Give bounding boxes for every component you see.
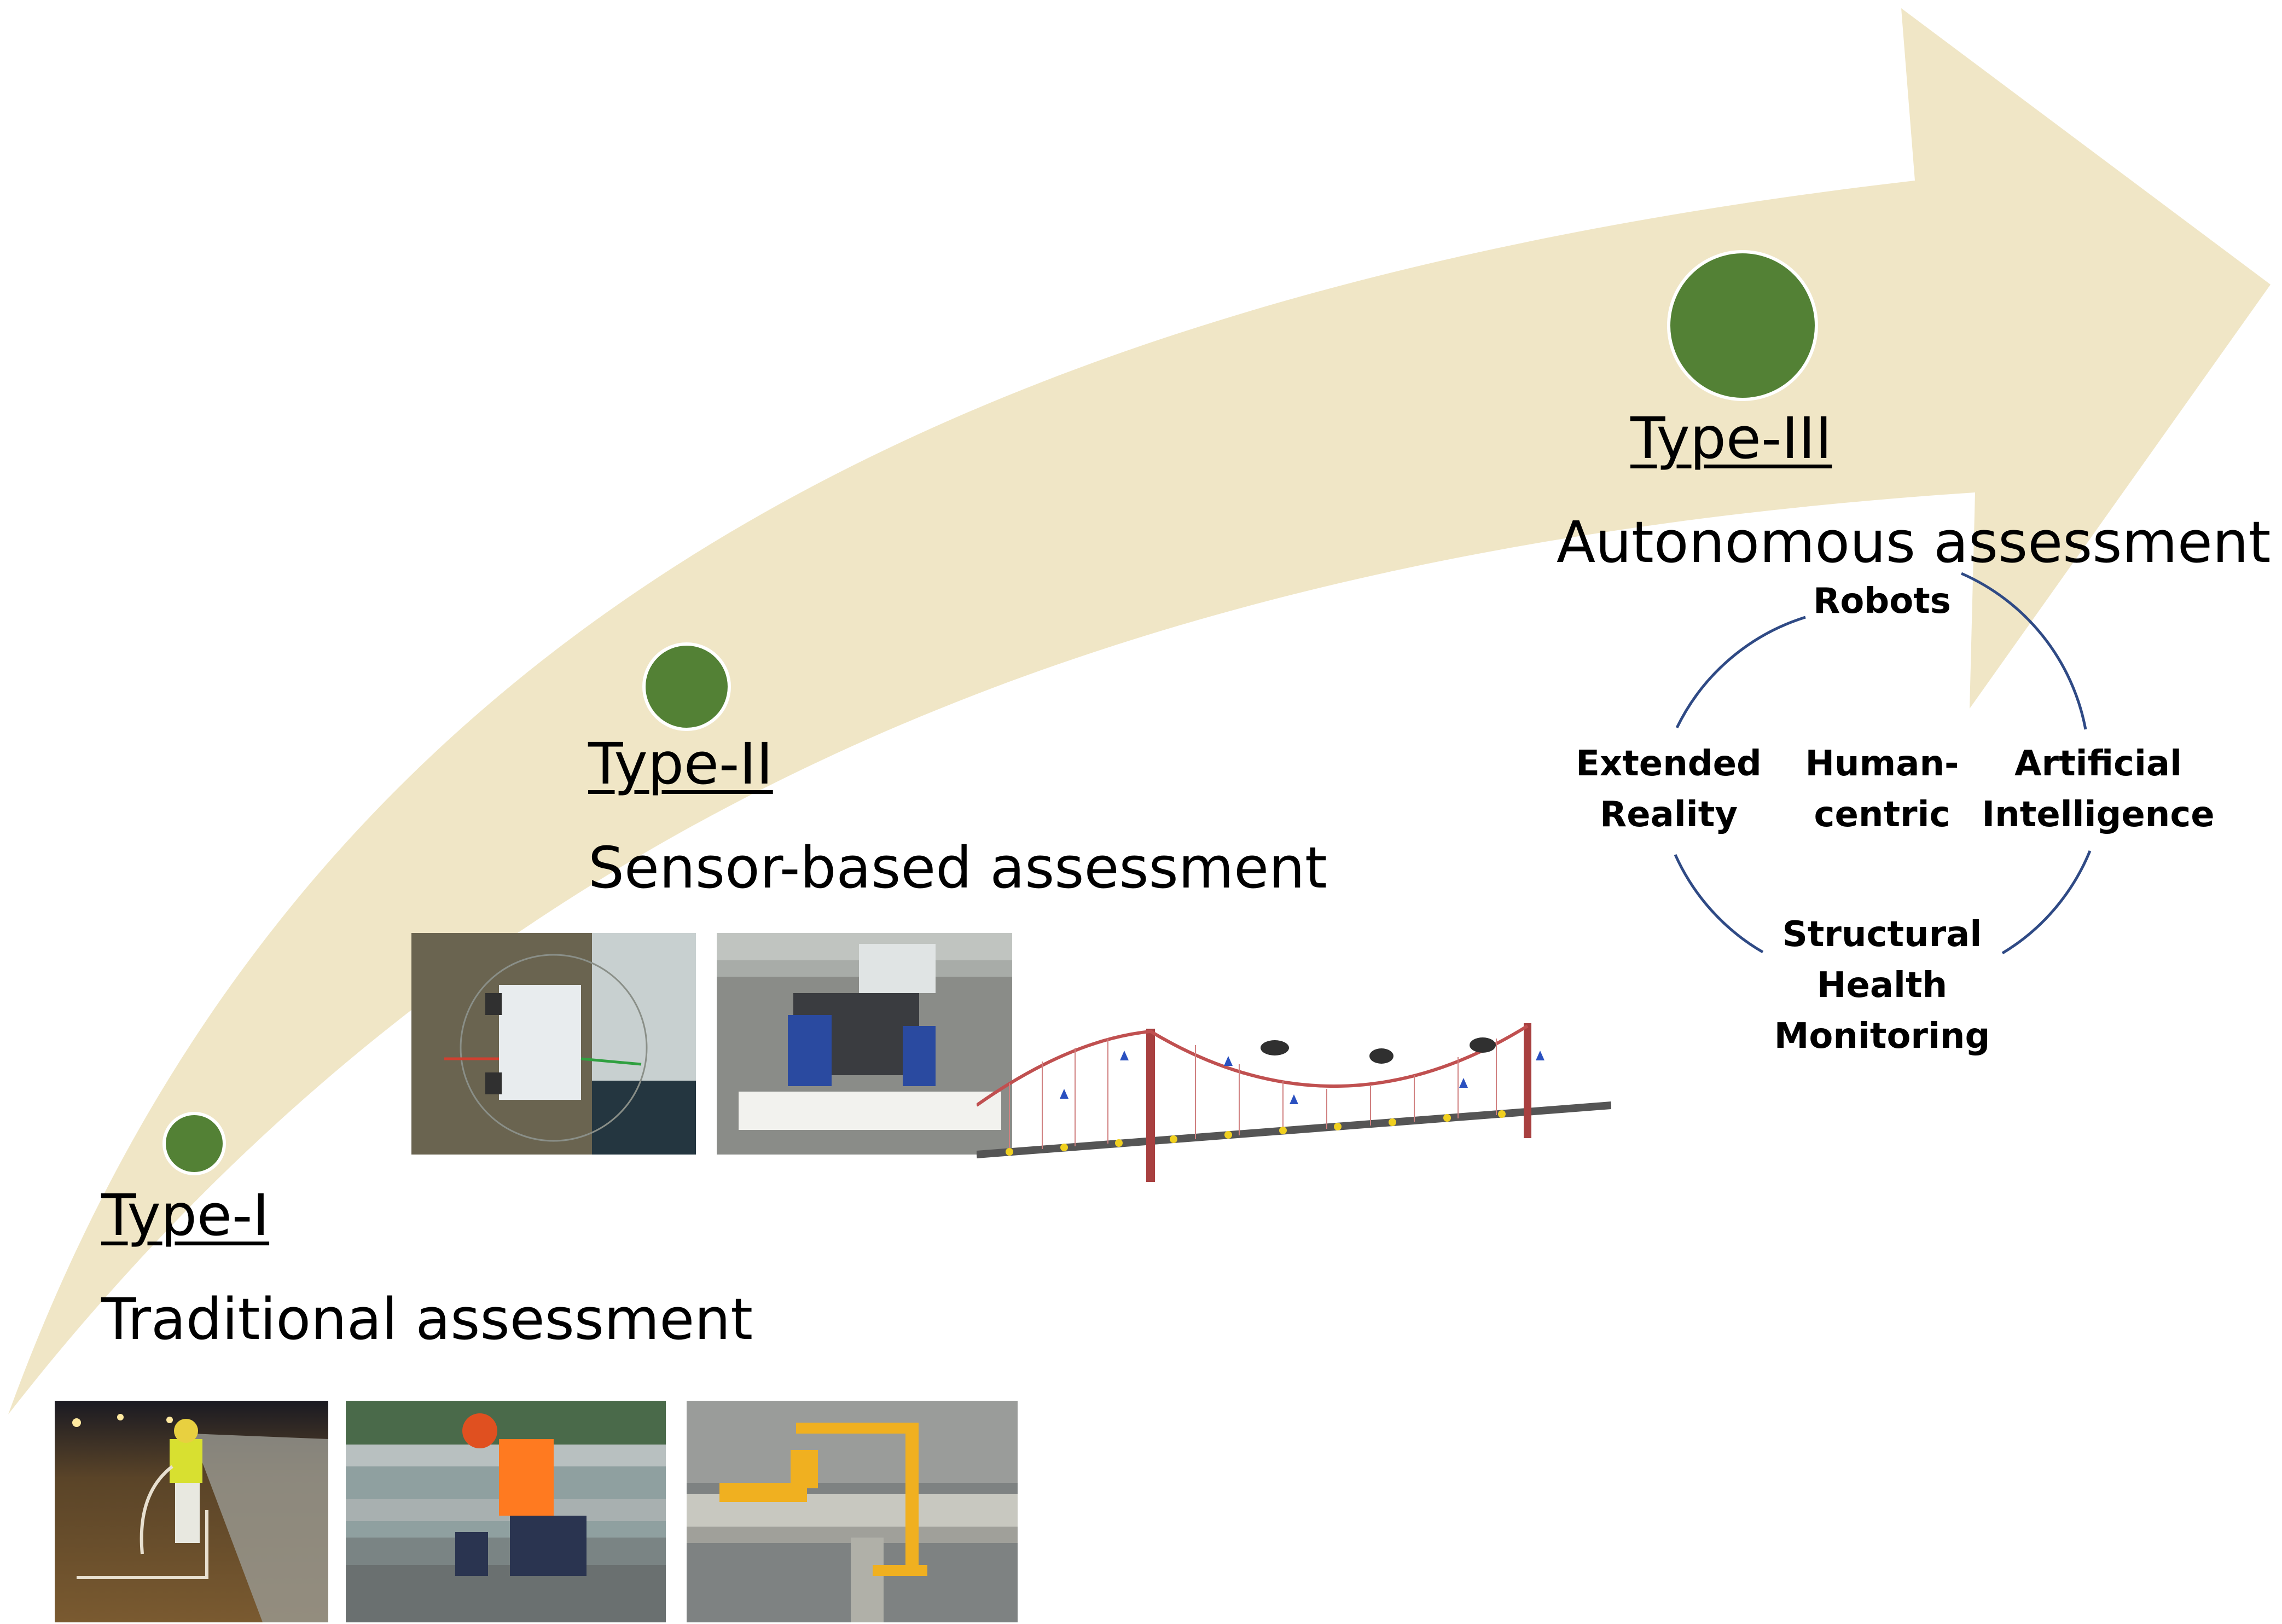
cycle-arc-top-right	[1960, 572, 2087, 730]
extended-reality-line-1: Extended	[1576, 744, 1762, 784]
wireless-sensor-on-bridge-tower-photo	[411, 933, 696, 1155]
type-2-dot	[642, 642, 731, 731]
cycle-arc-bottom-left	[1674, 854, 1764, 954]
crack-marking-inspector-photo	[55, 1401, 328, 1622]
type-2-title: Sensor-based assessment	[588, 834, 1327, 901]
type-3-dot	[1667, 250, 1818, 401]
robots-text: Robots	[1813, 581, 1951, 622]
type-3-title: Autonomous assessment	[1557, 509, 2271, 576]
hammer-sounding-inspector-photo	[346, 1401, 666, 1622]
cycle-label-artificial-intelligence: Artificial Intelligence	[1981, 739, 2216, 840]
cycle-label-structural-health-monitoring: Structural Health Monitoring	[1762, 909, 2002, 1062]
type-1-title: Traditional assessment	[101, 1286, 753, 1353]
sensor-network-suspension-bridge-illustration	[977, 1018, 1611, 1182]
shm-line-3: Monitoring	[1774, 1016, 1990, 1057]
type-1-dot	[162, 1112, 226, 1175]
type-1-label: Type-I	[101, 1182, 270, 1249]
cycle-label-human-centric: Human- centric	[1784, 739, 1981, 840]
type-2-label: Type-II	[588, 730, 773, 797]
progress-arrow	[8, 8, 2271, 1414]
shm-line-2: Health	[1816, 965, 1948, 1006]
human-centric-line-1: Human-	[1805, 744, 1959, 784]
shm-line-1: Structural	[1782, 914, 1982, 955]
type-3-label: Type-III	[1630, 405, 1832, 472]
cycle-arc-top-left	[1675, 616, 1806, 729]
under-bridge-inspection-truck-photo	[687, 1401, 1018, 1622]
extended-reality-line-2: Reality	[1599, 794, 1738, 835]
human-centric-line-2: centric	[1814, 794, 1950, 835]
cycle-label-extended-reality: Extended Reality	[1565, 739, 1773, 840]
sensor-cart-on-deck-photo	[717, 933, 1012, 1155]
cycle-label-robots: Robots	[1784, 576, 1981, 627]
cycle-ring	[1674, 572, 2092, 955]
artificial-intelligence-line-1: Artificial	[2014, 744, 2182, 784]
artificial-intelligence-line-2: Intelligence	[1982, 794, 2215, 835]
cycle-arc-bottom-right	[2001, 850, 2092, 955]
